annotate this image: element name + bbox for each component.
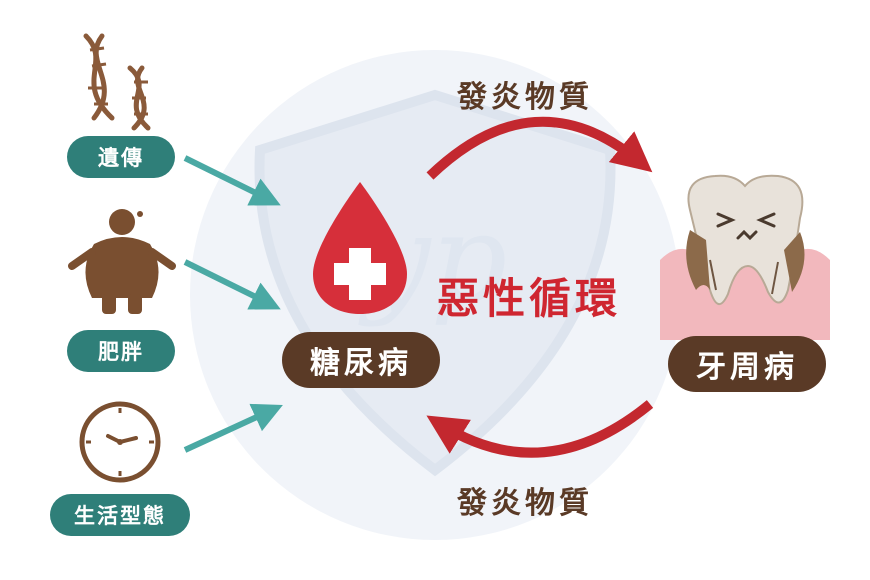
arrow-lifestyle [183, 403, 283, 453]
node-periodontal: 牙周病 [668, 336, 826, 392]
factor-pill-genetics: 遺傳 [67, 136, 175, 178]
node-diabetes: 糖尿病 [282, 332, 440, 388]
dna-icon [83, 33, 151, 131]
cycle-arrow-bottom [426, 400, 654, 458]
arrow-obesity [183, 259, 281, 310]
obese-person-icon [68, 209, 176, 314]
factor-pill-lifestyle: 生活型態 [50, 494, 190, 536]
clock-icon [79, 401, 161, 483]
arrow-genetics [183, 155, 281, 206]
bottom-arrow-label: 發炎物質 [457, 486, 593, 521]
top-arrow-label: 發炎物質 [457, 80, 593, 115]
factor-pill-obesity: 肥胖 [67, 330, 175, 372]
decayed-tooth-icon [660, 174, 830, 340]
cycle-center-label: 惡性循環 [437, 274, 622, 323]
blood-drop-cross-icon [313, 182, 407, 314]
cycle-arrow-top [426, 116, 653, 180]
